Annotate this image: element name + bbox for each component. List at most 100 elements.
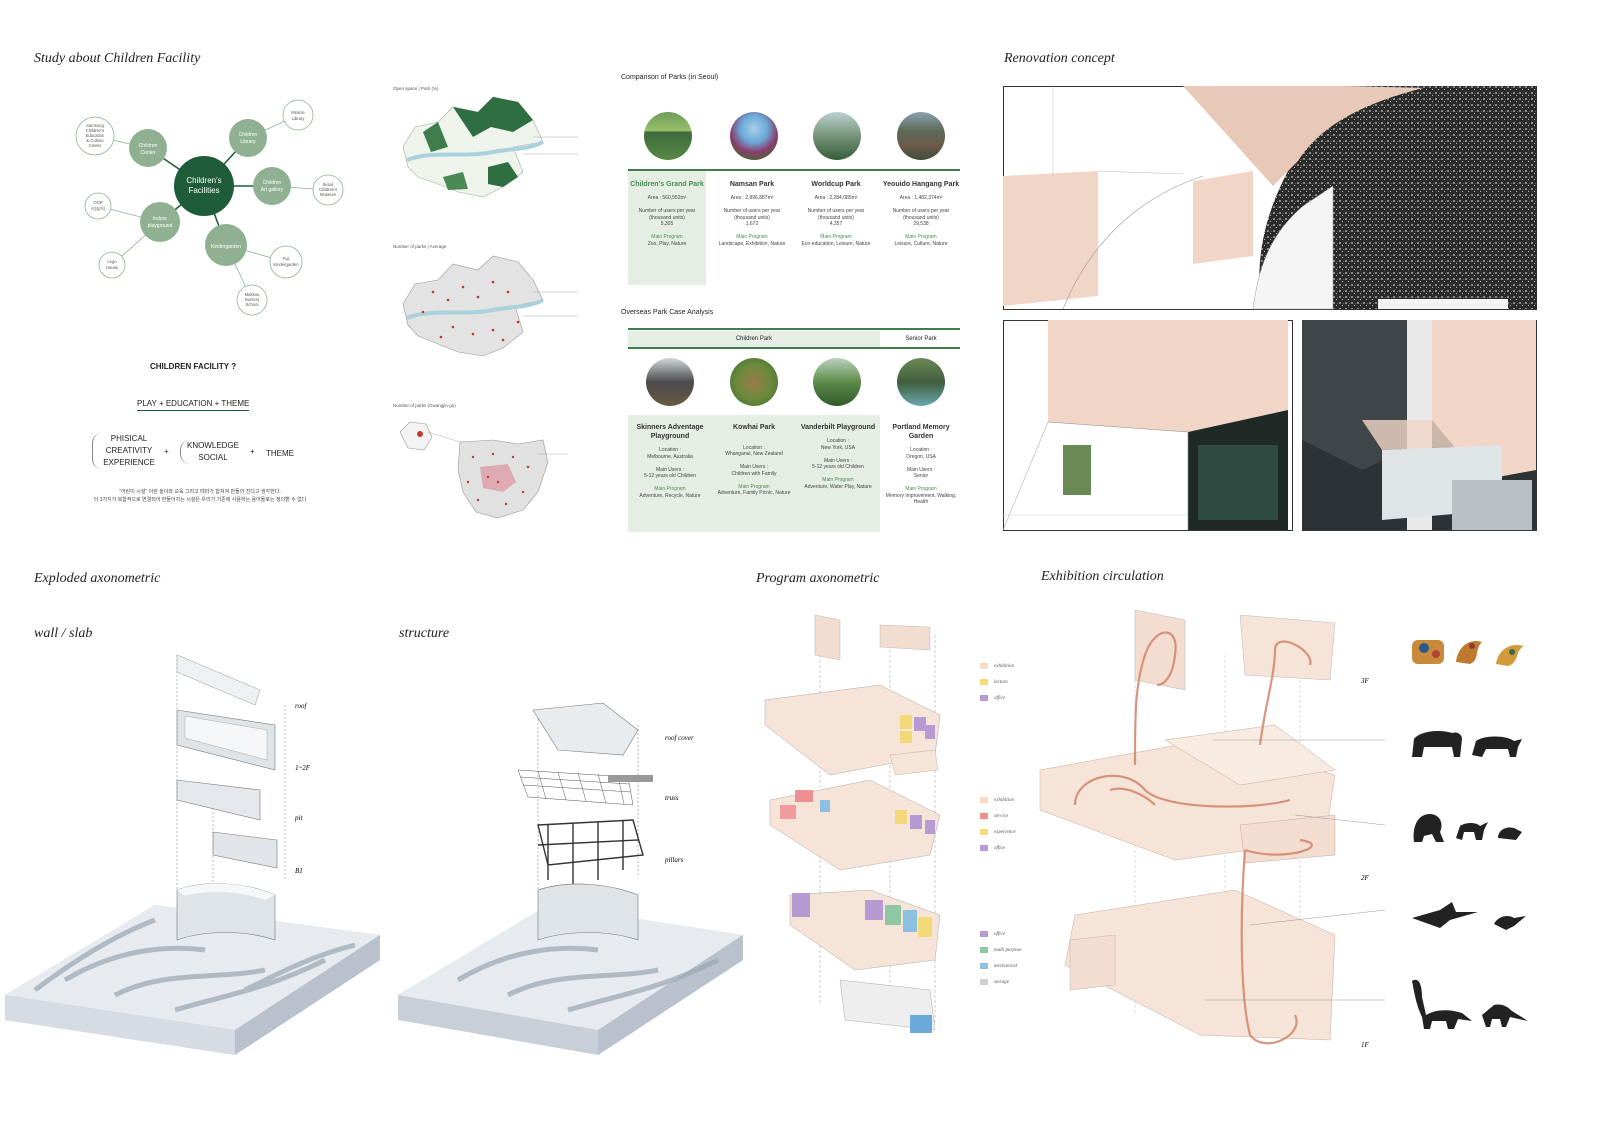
- svg-text:playground: playground: [148, 223, 173, 229]
- overseas-loc: New York, USA: [820, 444, 856, 451]
- mammal-icons: [1412, 731, 1522, 757]
- map2-title: Number of parks | Average: [393, 244, 447, 249]
- svg-text:Indoor: Indoor: [153, 216, 168, 222]
- exhibition-title: Exhibition circulation: [1041, 569, 1164, 584]
- group1-item: CREATIVITY: [105, 446, 153, 455]
- svg-text:Makkou: Makkou: [245, 292, 260, 297]
- comparison-title: Comparison of Parks (in Seoul): [621, 74, 719, 81]
- overseas-users: Children with Family: [731, 470, 777, 477]
- legend-label: exhibition: [994, 797, 1014, 803]
- overseas-photo-skinners: [646, 358, 694, 406]
- overseas-program: Adventure, Water Play, Nature: [804, 483, 872, 490]
- layer-label-roof-cover: roof cover: [665, 734, 694, 742]
- swatch: [980, 963, 988, 969]
- renovation-render-main: [1003, 86, 1537, 310]
- layer-label-truss: truss: [665, 794, 679, 802]
- park-program: Leisure, Culture, Nature: [894, 240, 948, 247]
- park-col-2: Worldcup Park Area : 2,284,085m² Number …: [797, 180, 875, 247]
- svg-text:Education: Education: [86, 133, 105, 138]
- park-photo-yeouido: [897, 112, 945, 160]
- overseas-name: Vanderbilt Playground: [800, 424, 876, 431]
- overseas-program: Adventure, Family Picnic, Nature: [717, 490, 791, 497]
- bear-icon: [1412, 731, 1462, 757]
- layer-label-1-2f: 1~2F: [295, 764, 311, 772]
- layer-label-roof: roof: [295, 702, 307, 710]
- renovation-title: Renovation concept: [1004, 51, 1115, 66]
- swatch: [980, 829, 988, 835]
- program-legend-3: office multi purpose mechanical storage: [980, 926, 1022, 990]
- legend-label: service: [994, 813, 1009, 819]
- park-program-label: Main Program: [651, 234, 683, 241]
- park-users-label: Number of users per year (thousand units…: [723, 208, 781, 221]
- layer-label-pit: pit: [294, 814, 303, 822]
- svg-text:Center: Center: [140, 150, 155, 156]
- overseas-col-3: Portland Memory Garden Location : Oregon…: [880, 423, 962, 506]
- park-area: Area : 1,482,374m²: [899, 195, 943, 202]
- overseas-photo-kowhai: [730, 358, 778, 406]
- park-col-1: Namsan Park Area : 2,896,887m² Number of…: [713, 180, 791, 247]
- park-name: Namsan Park: [729, 181, 775, 188]
- group2-item: KNOWLEDGE: [186, 441, 239, 450]
- tiger-icon: [1472, 736, 1522, 757]
- park-program: Zoo, Play, Nature: [647, 240, 687, 247]
- overseas-senior-header: Senior Park: [905, 336, 937, 342]
- svg-text:House: House: [106, 265, 119, 270]
- svg-text:Library: Library: [292, 116, 306, 121]
- park-photo-childrens-grand: [644, 112, 692, 160]
- plus-2: +: [250, 447, 255, 456]
- park-name: Children's Grand Park: [630, 181, 704, 188]
- park-users-label: Number of users per year (thousand units…: [892, 208, 950, 221]
- swatch: [980, 797, 988, 803]
- formula-group-2: KNOWLEDGE SOCIAL: [180, 440, 245, 464]
- overseas-loc-label: Location :: [910, 447, 932, 454]
- overseas-users-label: Main Users :: [739, 464, 769, 471]
- fox-icon: [1456, 822, 1488, 840]
- svg-text:Nursery: Nursery: [245, 297, 261, 302]
- exhibition-axon: 3F 2F 1F: [1039, 609, 1386, 1049]
- legend-label: office: [994, 845, 1006, 851]
- axon-wall-slab: roof 1~2F pit B1: [5, 654, 380, 1055]
- floor-label-1f: 1F: [1361, 1041, 1370, 1049]
- overseas-loc: Whanganui, New Zealand: [725, 451, 783, 458]
- park-users-label: Number of users per year (thousand units…: [807, 208, 865, 221]
- overseas-top-rule: [628, 328, 960, 330]
- overseas-users: 5-12 years old Children: [812, 464, 864, 471]
- facility-formula: PLAY + EDUCATION + THEME: [137, 399, 250, 411]
- swatch: [980, 695, 988, 701]
- overseas-loc-label: Location :: [827, 438, 849, 445]
- bubble-center-text-2: Facilities: [188, 186, 219, 195]
- overseas-loc: Oregon, USA: [906, 453, 936, 460]
- park-area: Area : 2,896,887m²: [730, 195, 774, 202]
- overseas-name: Kowhai Park: [732, 424, 775, 431]
- park-users: 29,538: [913, 221, 929, 228]
- program-axon: [764, 614, 941, 1033]
- overseas-users-label: Main Users :: [655, 466, 685, 473]
- primate-icons: [1413, 814, 1522, 842]
- bubble-center: [174, 156, 234, 216]
- gorilla-icon: [1413, 814, 1444, 842]
- floor-label-3f: 3F: [1360, 677, 1370, 685]
- raptor-icon: [1482, 1004, 1528, 1027]
- formula-group-3: THEME: [266, 449, 294, 458]
- plus-1: +: [164, 447, 169, 456]
- comparison-highlight: [628, 171, 706, 285]
- overseas-name: Portland Memory Garden: [892, 424, 950, 441]
- structure-title: structure: [399, 626, 450, 641]
- layer-label-pillars: pillars: [664, 856, 684, 864]
- overseas-program-label: Main Program: [654, 486, 686, 493]
- group2-item: SOCIAL: [198, 453, 228, 462]
- park-program-label: Main Program: [820, 234, 852, 241]
- legend-label: experience: [994, 829, 1016, 835]
- note-2: 이 3가지가 복합적으로 연결되어 만들어지는 시설은 우리가 기존에 사용하는…: [93, 497, 307, 503]
- swatch: [980, 931, 988, 937]
- pterosaur-icon: [1412, 902, 1478, 928]
- svg-text:& Culture: & Culture: [86, 138, 104, 143]
- park-users: 1,672: [745, 221, 759, 228]
- svg-text:Children's: Children's: [86, 128, 105, 133]
- park-photo-worldcup: [813, 112, 861, 160]
- overseas-program: Adventure, Recycle, Nature: [639, 492, 701, 499]
- overseas-name: Skinners Adventage Playground: [636, 424, 704, 441]
- svg-text:Library: Library: [240, 139, 256, 145]
- overseas-photo-portland: [897, 358, 945, 406]
